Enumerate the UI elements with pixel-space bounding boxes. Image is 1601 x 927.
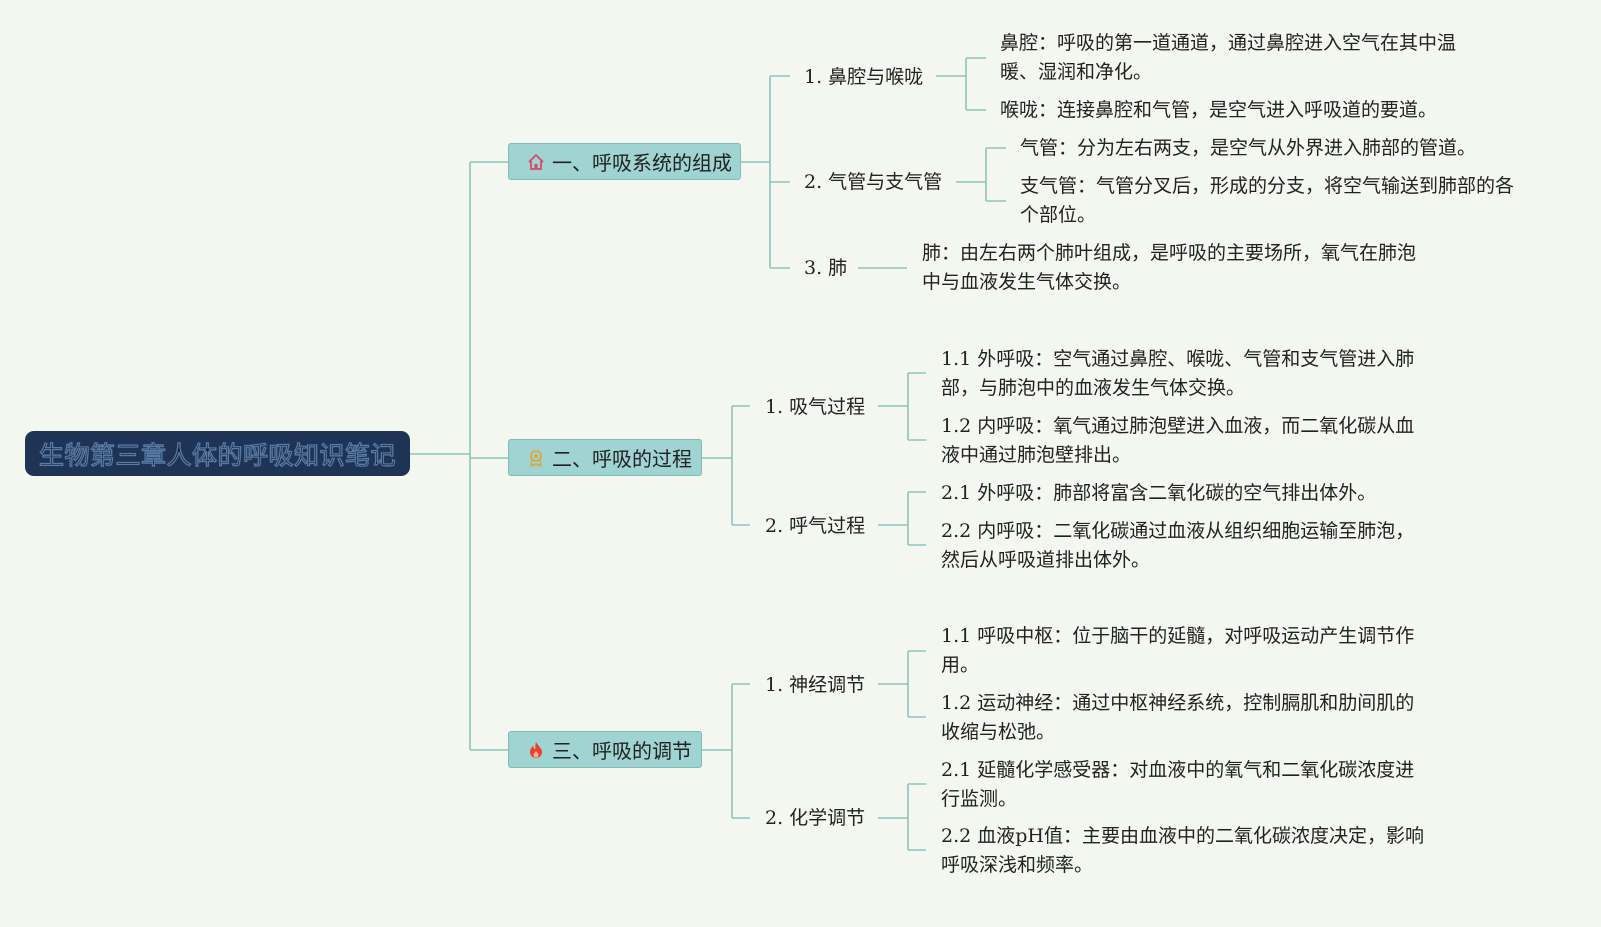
sub-topic-inhalation[interactable]: 1. 吸气过程 — [765, 396, 866, 418]
leaf-note[interactable]: 喉咙：连接鼻腔和气管，是空气进入呼吸道的要道。 — [1000, 99, 1438, 121]
leaf-note[interactable]: 1.2 运动神经：通过中枢神经系统，控制膈肌和肋间肌的收缩与松弛。 — [941, 692, 1415, 743]
sub-topic-exhalation[interactable]: 2. 呼气过程 — [765, 515, 866, 537]
leaf-note[interactable]: 肺：由左右两个肺叶组成，是呼吸的主要场所，氧气在肺泡中与血液发生气体交换。 — [922, 242, 1417, 293]
connector-branch1-subs — [741, 75, 790, 269]
root-topic[interactable]: 生物第三章人体的呼吸知识笔记 — [25, 431, 410, 476]
sub-topic-neural-regulation[interactable]: 1. 神经调节 — [765, 674, 866, 696]
house-icon — [526, 152, 546, 172]
fire-icon — [526, 740, 546, 760]
connector-sub-2-2-leaves — [878, 491, 926, 546]
leaf-note[interactable]: 1.1 呼吸中枢：位于脑干的延髓，对呼吸运动产生调节作用。 — [941, 625, 1415, 676]
connector-sub-1-1-leaves — [936, 57, 986, 111]
connector-branch2-subs — [702, 405, 750, 526]
leaf-note[interactable]: 1.1 外呼吸：空气通过鼻腔、喉咙、气管和支气管进入肺部，与肺泡中的血液发生气体… — [941, 348, 1415, 399]
branch-label: 一、呼吸系统的组成 — [552, 151, 732, 175]
leaf-note[interactable]: 气管：分为左右两支，是空气从外界进入肺部的管道。 — [1020, 137, 1477, 159]
leaf-note[interactable]: 2.2 血液pH值：主要由血液中的二氧化碳浓度决定，影响呼吸深浅和频率。 — [941, 825, 1424, 876]
leaf-note[interactable]: 支气管：气管分叉后，形成的分支，将空气输送到肺部的各个部位。 — [1020, 175, 1515, 226]
medal-icon — [526, 448, 546, 468]
branch-label: 二、呼吸的过程 — [552, 447, 692, 471]
connector-branch3-subs — [702, 683, 750, 819]
sub-topic-trachea-bronchi[interactable]: 2. 气管与支气管 — [804, 171, 943, 193]
sub-topic-chemical-regulation[interactable]: 2. 化学调节 — [765, 807, 866, 829]
leaf-note[interactable]: 2.1 延髓化学感受器：对血液中的氧气和二氧化碳浓度进行监测。 — [941, 759, 1415, 810]
leaf-note[interactable]: 1.2 内呼吸：氧气通过肺泡壁进入血液，而二氧化碳从血液中通过肺泡壁排出。 — [941, 415, 1415, 466]
connector-root-branches — [410, 161, 508, 751]
leaf-note[interactable]: 2.2 内呼吸：二氧化碳通过血液从组织细胞运输至肺泡，然后从呼吸道排出体外。 — [941, 520, 1415, 571]
connector-sub-1-2-leaves — [956, 147, 1006, 202]
sub-topic-lungs[interactable]: 3. 肺 — [804, 257, 848, 279]
sub-topic-nasal-throat[interactable]: 1. 鼻腔与喉咙 — [804, 66, 924, 88]
leaf-note[interactable]: 2.1 外呼吸：肺部将富含二氧化碳的空气排出体外。 — [941, 482, 1377, 504]
connector-sub-3-2-leaves — [878, 783, 926, 851]
root-topic-label: 生物第三章人体的呼吸知识笔记 — [38, 440, 396, 470]
connector-sub-3-1-leaves — [878, 650, 926, 718]
connector-sub-2-1-leaves — [878, 372, 926, 441]
branch-respiratory-system[interactable]: 一、呼吸系统的组成 — [508, 143, 741, 180]
branch-respiration-process[interactable]: 二、呼吸的过程 — [508, 439, 702, 476]
branch-label: 三、呼吸的调节 — [552, 739, 692, 763]
branch-respiration-regulation[interactable]: 三、呼吸的调节 — [508, 731, 702, 768]
leaf-note[interactable]: 鼻腔：呼吸的第一道通道，通过鼻腔进入空气在其中温暖、湿润和净化。 — [1000, 32, 1457, 83]
